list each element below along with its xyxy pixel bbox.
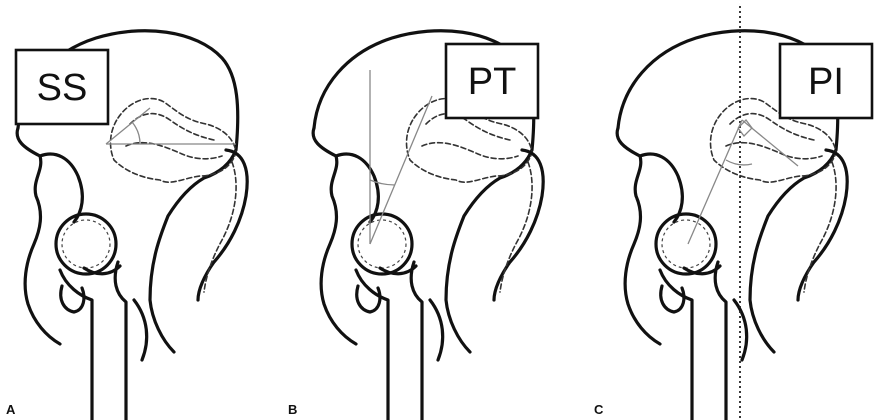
- pi-angle-arc: [726, 160, 752, 165]
- hip-axis-line: [688, 120, 742, 244]
- pt-angle-arc: [370, 180, 395, 185]
- ss-angle-arc: [132, 122, 140, 144]
- panel-letter-a: A: [6, 402, 16, 417]
- panel-a: SS A: [6, 31, 247, 420]
- pi-label-box: PI: [780, 44, 872, 118]
- panel-c: PI C: [594, 6, 872, 420]
- ss-label-box: SS: [16, 50, 108, 124]
- sacral-endplate-line: [106, 108, 150, 144]
- pt-label-box: PT: [446, 44, 538, 118]
- panel-letter-c: C: [594, 402, 604, 417]
- pt-label: PT: [468, 61, 517, 103]
- panel-letter-b: B: [288, 402, 297, 417]
- panel-b: PT B: [288, 31, 543, 420]
- ss-label: SS: [37, 67, 88, 109]
- pi-label: PI: [808, 61, 844, 103]
